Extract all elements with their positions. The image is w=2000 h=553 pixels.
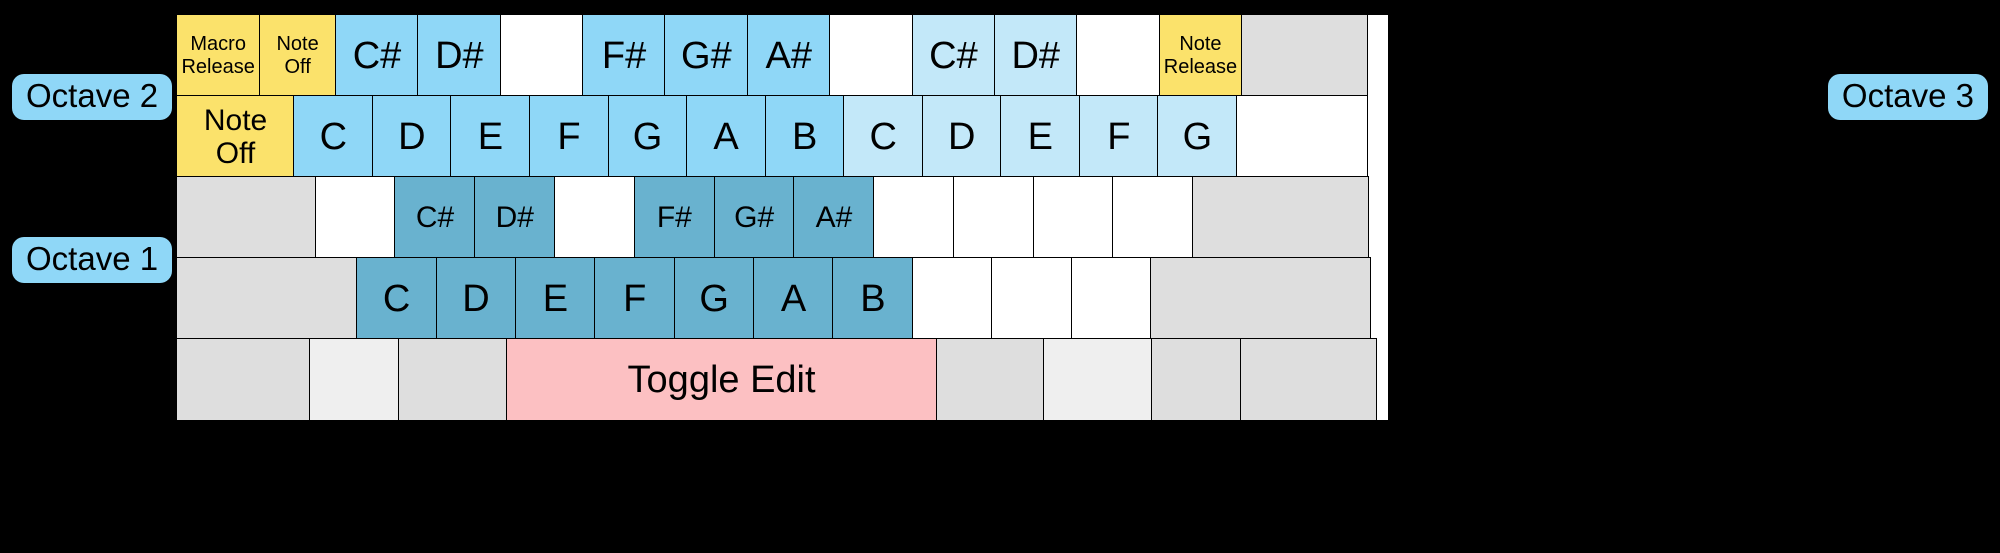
key-d[interactable]: D <box>371 95 452 178</box>
key-blank <box>553 176 636 259</box>
key-c[interactable]: C <box>843 95 924 178</box>
key-a[interactable]: A <box>753 257 834 340</box>
key-c-sharp[interactable]: C# <box>394 176 476 259</box>
key-note-off[interactable]: Note Off <box>176 95 295 178</box>
key-a[interactable]: A <box>686 95 767 178</box>
key-toggle-edit[interactable]: Toggle Edit <box>505 338 938 421</box>
bottom-function-row: Toggle Edit <box>176 338 1388 421</box>
key-blank <box>829 14 913 97</box>
key-f-sharp[interactable]: F# <box>633 176 716 259</box>
key-g-sharp[interactable]: G# <box>664 14 749 97</box>
key-blank <box>1240 338 1377 421</box>
key-blank <box>499 14 584 97</box>
key-g[interactable]: G <box>1157 95 1238 178</box>
key-note-off[interactable]: Note Off <box>258 14 337 97</box>
key-f[interactable]: F <box>528 95 609 178</box>
key-blank <box>873 176 955 259</box>
key-blank <box>935 338 1045 421</box>
key-blank <box>911 257 993 340</box>
key-c-sharp[interactable]: C# <box>911 14 996 97</box>
key-blank <box>1070 257 1152 340</box>
key-blank <box>1151 338 1242 421</box>
key-blank <box>176 176 317 259</box>
key-d-sharp[interactable]: D# <box>417 14 502 97</box>
key-a-sharp[interactable]: A# <box>746 14 831 97</box>
key-g[interactable]: G <box>607 95 688 178</box>
key-b[interactable]: B <box>764 95 845 178</box>
key-blank <box>1235 95 1368 178</box>
key-note-release[interactable]: Note Release <box>1158 14 1243 97</box>
key-blank <box>176 257 358 340</box>
octave-3-label: Octave 3 <box>1827 74 1988 120</box>
key-blank <box>1150 257 1371 340</box>
key-blank <box>952 176 1035 259</box>
key-c[interactable]: C <box>293 95 374 178</box>
key-blank <box>1043 338 1153 421</box>
octave-2-label: Octave 2 <box>12 74 173 120</box>
key-d-sharp[interactable]: D# <box>474 176 556 259</box>
key-blank <box>176 338 311 421</box>
key-f[interactable]: F <box>594 257 676 340</box>
key-e[interactable]: E <box>514 257 596 340</box>
key-e[interactable]: E <box>1000 95 1081 178</box>
key-f-sharp[interactable]: F# <box>582 14 666 97</box>
key-blank <box>398 338 508 421</box>
key-e[interactable]: E <box>450 95 531 178</box>
key-blank <box>1076 14 1161 97</box>
octave1-sharps-row: C#D# F#G#A# <box>176 176 1388 259</box>
key-d[interactable]: D <box>435 257 517 340</box>
key-g[interactable]: G <box>673 257 755 340</box>
key-d-sharp[interactable]: D# <box>993 14 1078 97</box>
key-blank <box>314 176 396 259</box>
key-macro-release[interactable]: Macro Release <box>176 14 261 97</box>
key-c[interactable]: C <box>356 257 438 340</box>
key-blank <box>1240 14 1368 97</box>
octave-1-label: Octave 1 <box>12 237 173 283</box>
key-f[interactable]: F <box>1078 95 1159 178</box>
key-g-sharp[interactable]: G# <box>713 176 795 259</box>
key-a-sharp[interactable]: A# <box>793 176 875 259</box>
key-blank <box>308 338 400 421</box>
key-blank <box>1032 176 1114 259</box>
key-blank <box>991 257 1073 340</box>
key-d[interactable]: D <box>921 95 1002 178</box>
key-blank <box>1192 176 1370 259</box>
key-blank <box>1112 176 1194 259</box>
key-b[interactable]: B <box>832 257 914 340</box>
key-c-sharp[interactable]: C# <box>335 14 419 97</box>
